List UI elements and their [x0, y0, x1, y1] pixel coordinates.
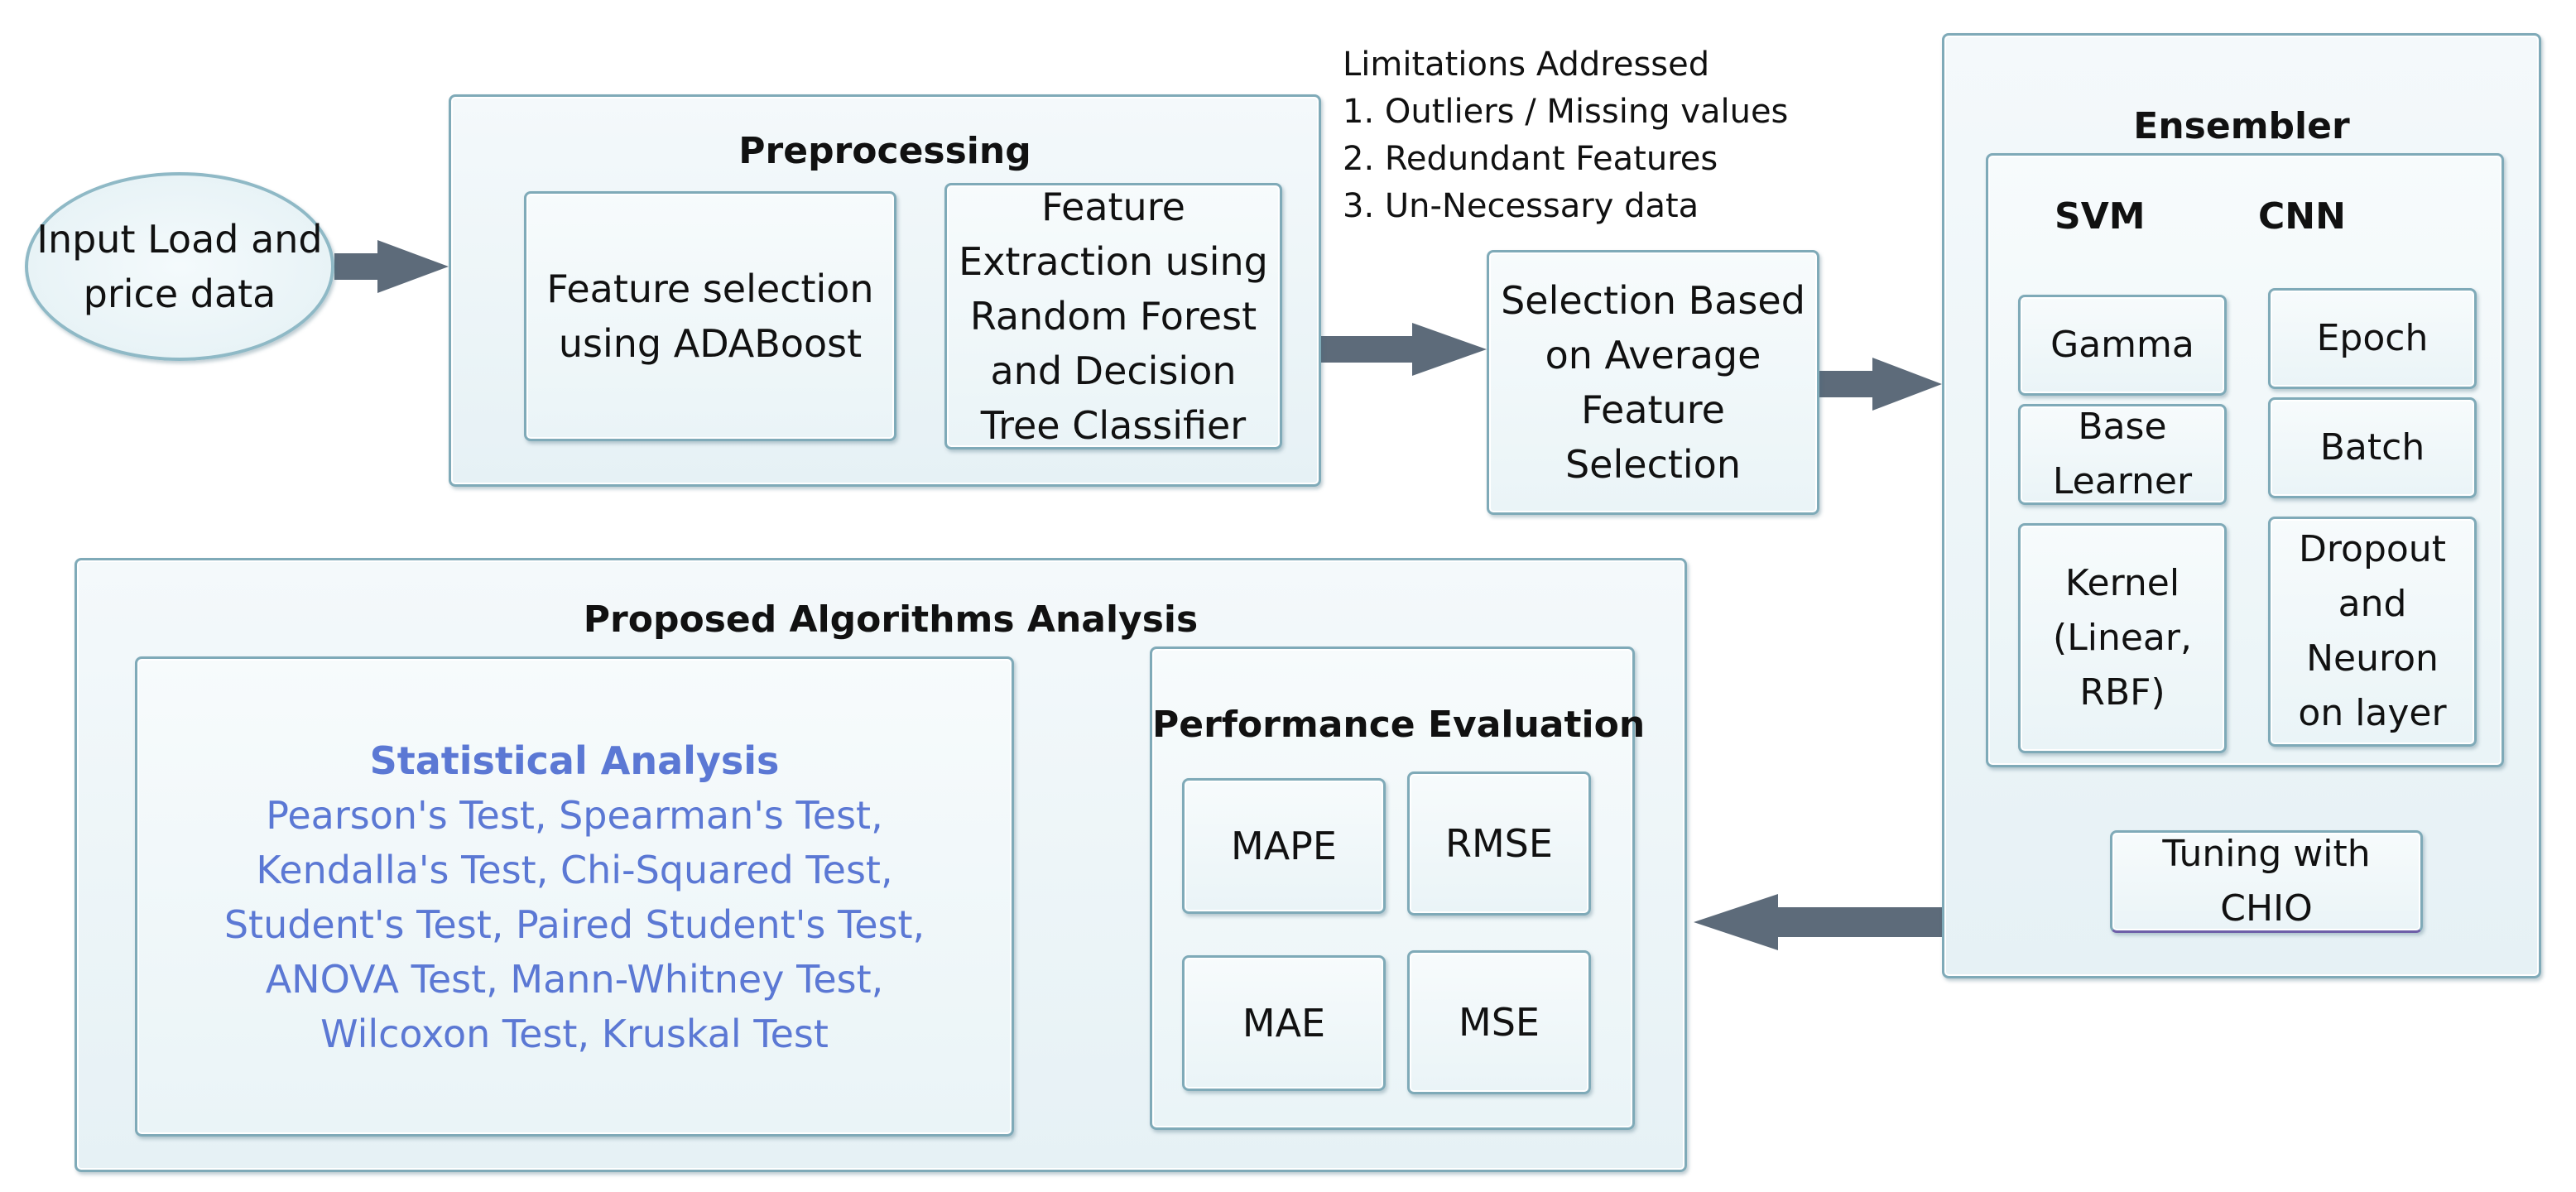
limitations-heading: Limitations Addressed — [1343, 46, 1710, 84]
performance-evaluation-box: Performance Evaluation MAPE RMSE MAE MSE — [1150, 646, 1646, 1130]
param-label: Dropout and Neuron on layer — [2298, 528, 2447, 734]
statistical-test-line: Student's Test, Paired Student's Test, — [223, 902, 925, 947]
arrow-input-to-preprocessing — [334, 240, 449, 293]
metric-label: RMSE — [1445, 821, 1553, 866]
performance-evaluation-title: Performance Evaluation — [1152, 704, 1646, 746]
selection-box: Selection Based on Average Feature Selec… — [1487, 250, 1819, 515]
metric-label: MAPE — [1231, 824, 1337, 868]
statistical-test-line: ANOVA Test, Mann-Whitney Test, — [265, 957, 884, 1002]
analysis-title: Proposed Algorithms Analysis — [583, 598, 1199, 641]
statistical-analysis-title: Statistical Analysis — [369, 738, 780, 783]
svm-title: SVM — [2055, 195, 2146, 238]
input-data-node: Input Load and price data — [25, 172, 334, 361]
limitation-item: 2. Redundant Features — [1343, 140, 1718, 178]
param-label: Epoch — [2316, 317, 2429, 359]
limitation-item: 3. Un-Necessary data — [1343, 187, 1699, 225]
statistical-test-line: Wilcoxon Test, Kruskal Test — [320, 1012, 829, 1056]
preprocessing-panel: Preprocessing Feature selection using AD… — [449, 94, 1321, 487]
preprocessing-title: Preprocessing — [738, 130, 1031, 172]
svm-param-gamma: Gamma — [2018, 295, 2227, 396]
feature-selection-box: Feature selection using ADABoost — [524, 191, 896, 441]
cnn-param-dropout: Dropout and Neuron on layer — [2268, 517, 2477, 747]
cnn-title: CNN — [2258, 195, 2346, 238]
limitation-item: 1. Outliers / Missing values — [1343, 93, 1789, 131]
input-data-label: Input Load and price data — [36, 217, 323, 316]
statistical-test-line: Pearson's Test, Spearman's Test, — [266, 793, 883, 838]
ensembler-panel: Ensembler SVM CNN Gamma Base Learner Ker… — [1942, 33, 2541, 978]
ensemble-models-panel: SVM CNN Gamma Base Learner Kernel (Linea… — [1986, 153, 2504, 767]
param-label: Batch — [2319, 426, 2425, 469]
tuning-label: Tuning with CHIO — [2162, 833, 2371, 930]
analysis-panel: Proposed Algorithms Analysis Statistical… — [74, 558, 1687, 1172]
metric-mae: MAE — [1182, 955, 1386, 1091]
statistical-test-line: Kendalla's Test, Chi-Squared Test, — [256, 848, 893, 892]
cnn-param-batch: Batch — [2268, 397, 2477, 498]
arrow-selection-to-ensembler — [1819, 358, 1942, 411]
selection-label: Selection Based on Average Feature Selec… — [1501, 278, 1805, 487]
cnn-param-epoch: Epoch — [2268, 288, 2477, 389]
metric-label: MAE — [1242, 1001, 1326, 1045]
svm-param-kernel: Kernel (Linear, RBF) — [2018, 523, 2227, 753]
arrow-preprocessing-to-selection — [1280, 323, 1487, 376]
feature-extraction-box: Feature Extraction using Random Forest a… — [944, 183, 1282, 449]
statistical-analysis-text: Statistical Analysis Pearson's Test, Spe… — [137, 733, 1012, 1061]
param-label: Kernel (Linear, RBF) — [2053, 562, 2192, 714]
metric-label: MSE — [1459, 1000, 1540, 1045]
statistical-analysis-box: Statistical Analysis Pearson's Test, Spe… — [135, 656, 1014, 1137]
ensembler-title: Ensembler — [2133, 105, 2350, 147]
param-label: Gamma — [2050, 324, 2194, 366]
metric-mape: MAPE — [1182, 778, 1386, 914]
tuning-box: Tuning with CHIO — [2110, 830, 2423, 933]
svm-param-base-learner: Base Learner — [2018, 404, 2227, 505]
feature-selection-label: Feature selection using ADABoost — [546, 267, 874, 366]
limitations-text: Limitations Addressed 1. Outliers / Miss… — [1343, 41, 1788, 230]
param-label: Base Learner — [2052, 406, 2193, 502]
metric-mse: MSE — [1407, 950, 1591, 1094]
feature-extraction-label: Feature Extraction using Random Forest a… — [959, 185, 1268, 448]
arrow-ensembler-to-analysis — [1694, 894, 1942, 950]
metric-rmse: RMSE — [1407, 771, 1591, 916]
